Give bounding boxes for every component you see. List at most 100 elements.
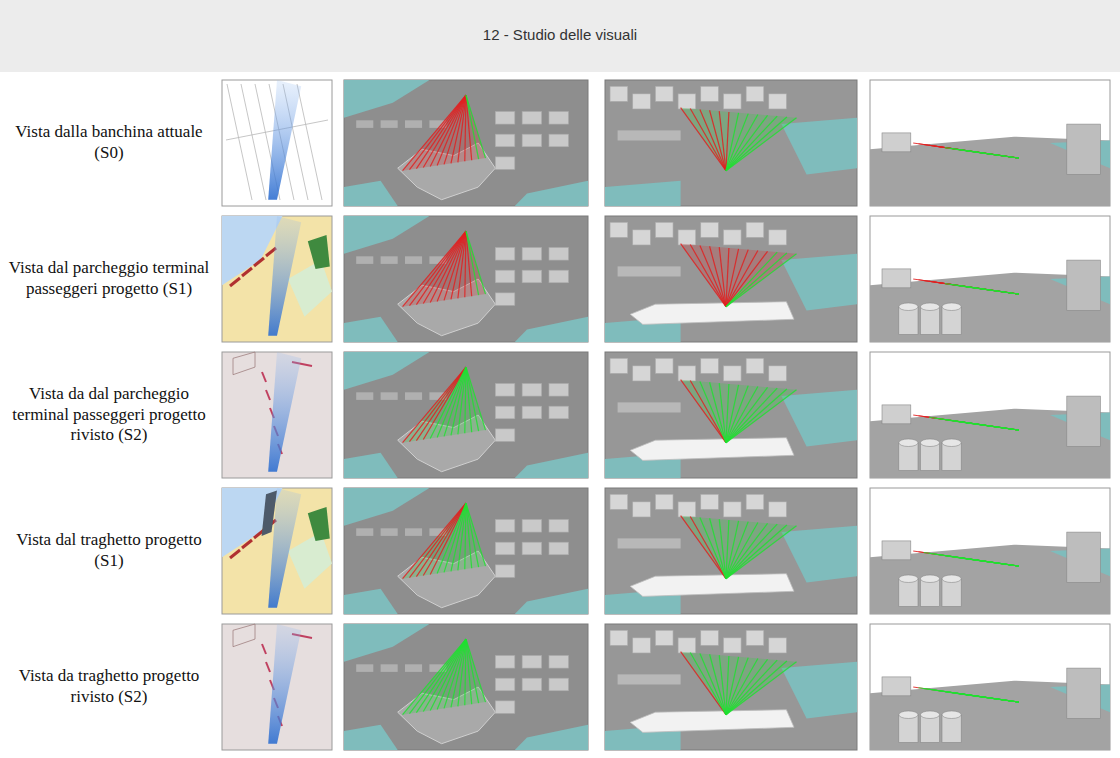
building	[678, 94, 696, 109]
sight-line	[466, 231, 479, 295]
building	[522, 542, 542, 555]
building	[701, 86, 719, 101]
sight-line	[924, 145, 1019, 159]
water	[781, 390, 857, 447]
map-green	[308, 507, 330, 541]
3d-view	[344, 488, 588, 614]
sight-line	[940, 555, 1019, 566]
sight-line	[466, 639, 479, 703]
view-cone	[268, 624, 301, 744]
water	[344, 488, 429, 526]
sight-line	[918, 688, 1018, 702]
building	[381, 392, 398, 400]
view-row	[222, 624, 1110, 750]
view-cone	[913, 551, 1019, 566]
sight-line	[961, 694, 1019, 702]
sight-line	[403, 639, 466, 715]
sight-line	[466, 231, 486, 294]
page-title: 12 - Studio delle visuali	[0, 26, 1120, 43]
building	[381, 256, 398, 264]
water	[344, 317, 398, 342]
sight-line	[458, 367, 466, 434]
sight-line	[726, 660, 777, 715]
sight-line	[430, 367, 466, 438]
sight-line	[945, 556, 1019, 567]
sight-line	[940, 691, 1019, 702]
sight-line	[690, 381, 726, 443]
sight-line	[700, 245, 726, 306]
sight-line	[437, 95, 466, 165]
building	[495, 293, 515, 306]
building	[495, 270, 515, 283]
building	[1067, 396, 1101, 446]
building	[746, 86, 764, 101]
building	[655, 222, 673, 237]
sight-line	[423, 503, 466, 575]
building	[678, 502, 696, 517]
map-thumbnail	[222, 624, 332, 750]
sight-line	[918, 144, 1018, 158]
tank	[899, 443, 918, 471]
tank	[920, 443, 939, 471]
sight-line	[423, 367, 466, 439]
building	[655, 358, 673, 373]
sight-line	[423, 231, 466, 303]
building	[549, 678, 569, 691]
building	[522, 678, 542, 691]
building	[356, 664, 373, 672]
building	[678, 638, 696, 653]
tank-top	[899, 711, 918, 719]
map-mark	[262, 644, 266, 654]
map-thumbnail	[222, 352, 332, 478]
sight-line	[726, 252, 777, 307]
sight-line	[416, 95, 466, 168]
sight-line	[451, 503, 466, 571]
sight-line	[966, 151, 1019, 159]
sight-line	[934, 554, 1018, 566]
building	[495, 157, 515, 170]
building	[495, 248, 515, 261]
building	[549, 112, 569, 125]
sight-line	[966, 695, 1019, 703]
building	[1067, 668, 1101, 718]
sight-line	[451, 639, 466, 707]
water	[515, 181, 588, 206]
building	[381, 528, 398, 536]
sight-line	[726, 524, 777, 579]
sight-line	[961, 286, 1019, 294]
building	[549, 520, 569, 533]
building	[549, 248, 569, 261]
building	[356, 256, 373, 264]
sight-line	[940, 283, 1019, 294]
view-cone	[681, 108, 797, 171]
building	[769, 94, 787, 109]
view-cone	[403, 95, 486, 171]
sight-line	[458, 503, 466, 570]
view-row	[222, 488, 1110, 614]
building	[495, 384, 515, 397]
ship	[630, 710, 794, 733]
sight-line	[444, 503, 466, 572]
3d-view	[344, 352, 588, 478]
sight-line	[465, 639, 466, 705]
building	[701, 494, 719, 509]
sight-line	[458, 639, 466, 706]
row-label: Vista da traghetto progetto rivisto (S2)	[2, 666, 216, 707]
sight-line	[918, 280, 1018, 294]
sight-line	[955, 421, 1018, 430]
tank	[920, 579, 939, 607]
sight-line	[950, 420, 1019, 430]
building	[356, 120, 373, 128]
sight-line	[961, 558, 1019, 566]
sight-line	[966, 559, 1019, 567]
sight-line	[409, 503, 466, 578]
water	[344, 453, 398, 478]
sight-line	[918, 416, 1018, 430]
sight-line	[945, 284, 1019, 295]
view-cone	[913, 143, 1019, 158]
sight-line	[726, 118, 797, 171]
sight-line	[681, 652, 726, 715]
sight-line	[458, 231, 466, 298]
sight-line	[451, 95, 466, 163]
